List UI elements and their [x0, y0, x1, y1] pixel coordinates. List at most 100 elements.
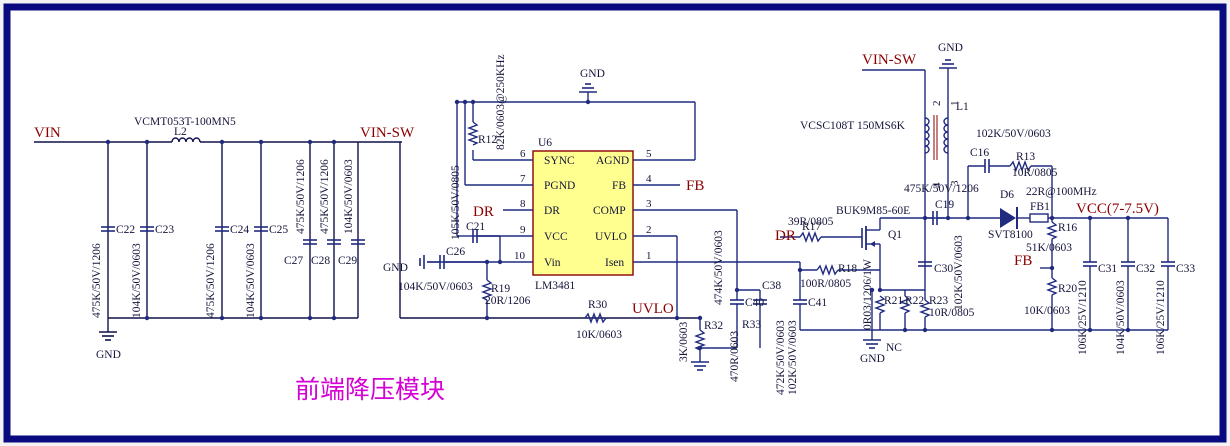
l1-ref: L1	[956, 101, 969, 113]
c38-value: 474K/50V/0603	[713, 230, 725, 305]
r33-ref: R33	[742, 319, 761, 331]
cap-ref-c23: C23	[155, 224, 174, 236]
r32-ref: R32	[704, 320, 723, 332]
r33-value: 470R/0603	[729, 331, 741, 382]
gnd-label-left: GND	[96, 349, 121, 361]
l1-pin-1: 1	[949, 101, 961, 107]
l2-ref: L2	[174, 126, 187, 138]
net-vin: VIN	[34, 125, 61, 141]
r16-value: 51K/0603	[1026, 242, 1072, 254]
r18-ref: R18	[838, 263, 857, 275]
r16-resistor	[1046, 221, 1058, 240]
u6-pin7-num: 7	[520, 173, 526, 185]
u6-pin1-name: Isen	[605, 257, 624, 269]
r20-value: 10K/0603	[1024, 305, 1070, 317]
c21-value: 105K/50V/0805	[450, 165, 462, 240]
r13-ref: R13	[1016, 151, 1035, 163]
c41-value: 102K/50V/0603	[787, 320, 799, 395]
u6-pin6-name: SYNC	[544, 155, 575, 167]
c30-ref: C30	[934, 263, 953, 275]
u6-pin9-name: VCC	[544, 231, 568, 243]
c33-value: 106K/25V/1210	[1155, 280, 1167, 355]
fb1-ref: FB1	[1030, 201, 1050, 213]
cap-val-c25: 104K/50V/0603	[245, 243, 257, 318]
d6-ref: D6	[1000, 189, 1014, 201]
u6-pin6-num: 6	[520, 148, 526, 160]
d6-part: SVT8100	[988, 229, 1033, 241]
r18-resistor	[816, 264, 839, 276]
r13-resistor	[1009, 160, 1032, 172]
l1-pin-2: 2	[931, 101, 943, 107]
r16-ref: R16	[1058, 222, 1077, 234]
l1-pin-3: 3	[949, 180, 961, 186]
net-vin-sw-top: VIN-SW	[862, 52, 917, 68]
cap-val-c29: 104K/50V/0603	[343, 159, 355, 234]
u6-pin2-num: 2	[646, 224, 652, 236]
c40-ref: C40	[745, 297, 764, 309]
cap-val-c27: 475K/50V/1206	[295, 159, 307, 234]
l1-part: VCSC108T 150MS6K	[800, 120, 906, 132]
cap-val-c24: 475K/50V/1206	[205, 243, 217, 318]
cap-val-c28: 475K/50V/1206	[319, 159, 331, 234]
r12-ref: R12	[478, 134, 497, 146]
r23-ref: R23	[929, 295, 948, 307]
gnd-label-u6: GND	[580, 68, 605, 80]
c16-value: 102K/50V/0603	[976, 128, 1051, 140]
r22-ref: R22	[905, 295, 924, 307]
q1-part: BUK9M85-60E	[836, 205, 910, 217]
cap-ref-c27: C27	[284, 255, 303, 267]
net-vin-sw-left: VIN-SW	[360, 125, 415, 141]
net-dr-u6: DR	[473, 204, 494, 220]
q1-ref: Q1	[888, 229, 902, 241]
gnd-label-sw: GND	[938, 42, 963, 54]
r22-resistor	[899, 295, 911, 314]
r20-resistor	[1046, 277, 1058, 296]
c41-ref: C41	[808, 297, 827, 309]
u6-pin5-num: 5	[646, 148, 652, 160]
input-section	[34, 137, 700, 341]
c16-ref: C16	[970, 147, 989, 159]
r17-ref: R17	[802, 221, 821, 233]
input-caps: C22 C23 C24 C25 C27 C28 C29 475K/50V/120…	[91, 159, 357, 318]
u6-pin8-num: 8	[520, 198, 526, 210]
net-uvlo: UVLO	[632, 301, 674, 317]
r19-resistor	[481, 279, 493, 301]
r18-value: 100R/0805	[800, 278, 851, 290]
r17-value: 39R/0805	[788, 216, 834, 228]
cap-ref-c28: C28	[311, 255, 330, 267]
gnd-label-q1: GND	[860, 353, 885, 365]
u6-pin8-name: DR	[544, 205, 560, 217]
r12-resistor	[467, 121, 479, 146]
r30-ref: R30	[588, 299, 607, 311]
uvlo-comp-network	[584, 210, 905, 371]
r30-resistor	[584, 312, 607, 324]
c19-value: 475K/50V/1206	[904, 183, 979, 195]
u6-pin10-num: 10	[514, 250, 526, 262]
r21-resistor	[874, 295, 886, 314]
u6-pin10-name: Vin	[544, 257, 561, 269]
fb1-bead	[1029, 213, 1049, 223]
gnd-label-c26: GND	[383, 262, 408, 274]
c26-value: 104K/50V/0603	[398, 281, 473, 293]
c31-value: 106K/25V/1210	[1077, 280, 1089, 355]
cap-ref-c24: C24	[230, 224, 249, 236]
c31-ref: C31	[1098, 263, 1117, 275]
c32-ref: C32	[1136, 263, 1155, 275]
u6-pin1-num: 1	[646, 250, 652, 262]
l2-part: VCMT053T-100MN5	[134, 116, 236, 128]
r32-resistor	[694, 329, 706, 351]
c30-value: 102K/50V/0603	[953, 235, 965, 310]
r21-value: 0R03/1206/1W	[862, 259, 874, 330]
net-dr-q1: DR	[775, 228, 796, 244]
u6-pin7-name: PGND	[544, 180, 575, 192]
r23-value: 10R/0805	[929, 307, 975, 319]
r21-ref: R21	[884, 295, 903, 307]
r12-value: 82K/0603@250KHz	[495, 54, 507, 150]
cap-ref-c29: C29	[338, 255, 357, 267]
c26-ref: C26	[446, 246, 465, 258]
u6-periphery-wires	[419, 83, 696, 321]
cap-val-c23: 104K/50V/0603	[131, 243, 143, 318]
r32-value: 3K/0603	[678, 322, 690, 363]
l1-secondary-coil	[943, 117, 949, 154]
